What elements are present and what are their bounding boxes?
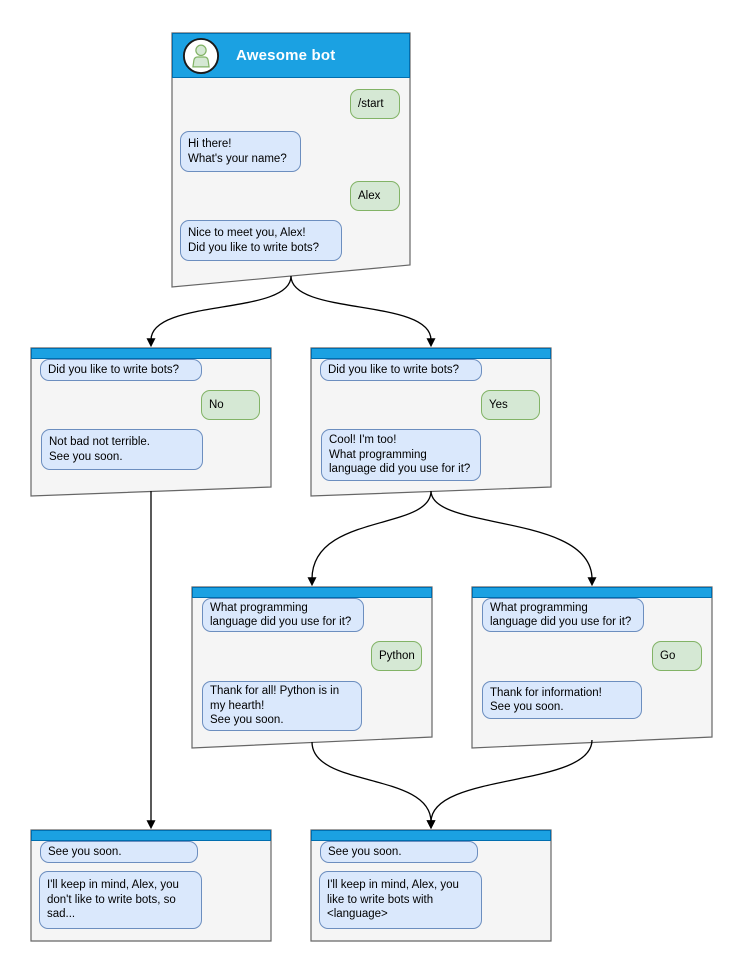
message-bubble-user-start: /start	[350, 89, 400, 119]
message-bubble-bot-reply: Not bad not terrible. See you soon.	[41, 429, 203, 470]
message-bubble-bot-reply: I'll keep in mind, Alex, you like to wri…	[319, 871, 482, 929]
end-no-header-strip	[31, 830, 271, 841]
python-branch-header-strip	[192, 587, 432, 598]
message-bubble-bot-greeting: Hi there! What's your name?	[180, 131, 301, 172]
message-bubble-user-answer: No	[201, 390, 260, 420]
message-bubble-bot-question: Did you like to write bots?	[40, 359, 202, 381]
message-bubble-bot-question: What programming language did you use fo…	[482, 598, 644, 632]
edge-yes-to-go-branch	[430, 490, 597, 587]
edge-main-to-yes-branch	[290, 275, 436, 348]
message-bubble-user-name: Alex	[350, 181, 400, 211]
message-bubble-user-answer: Go	[652, 641, 702, 671]
message-bubble-bot-reply: I'll keep in mind, Alex, you don't like …	[39, 871, 202, 929]
edge-go-to-end-yes	[426, 739, 593, 830]
message-bubble-bot-question: What programming language did you use fo…	[202, 598, 364, 632]
no-branch-header-strip	[31, 348, 271, 359]
message-bubble-bot-question: See you soon.	[40, 841, 198, 863]
message-bubble-bot-question: See you soon.	[320, 841, 478, 863]
message-bubble-bot-question: Nice to meet you, Alex! Did you like to …	[180, 220, 342, 261]
message-bubble-bot-reply: Thank for all! Python is in my hearth! S…	[202, 681, 362, 731]
go-branch-header-strip	[472, 587, 712, 598]
message-bubble-user-answer: Python	[371, 641, 422, 671]
message-bubble-bot-question: Did you like to write bots?	[320, 359, 482, 381]
main-window-titlebar: Awesome bot	[172, 33, 410, 78]
end-yes-header-strip	[311, 830, 551, 841]
yes-branch-header-strip	[311, 348, 551, 359]
edge-python-to-end-yes	[311, 741, 436, 830]
edge-main-to-no-branch	[146, 275, 292, 348]
message-bubble-bot-reply: Cool! I'm too! What programming language…	[321, 429, 481, 481]
message-bubble-user-answer: Yes	[481, 390, 540, 420]
bot-name-title: Awesome bot	[236, 47, 336, 64]
message-bubble-bot-reply: Thank for information! See you soon.	[482, 681, 642, 719]
edge-yes-to-python-branch	[307, 490, 432, 587]
bot-avatar-icon	[182, 37, 220, 75]
